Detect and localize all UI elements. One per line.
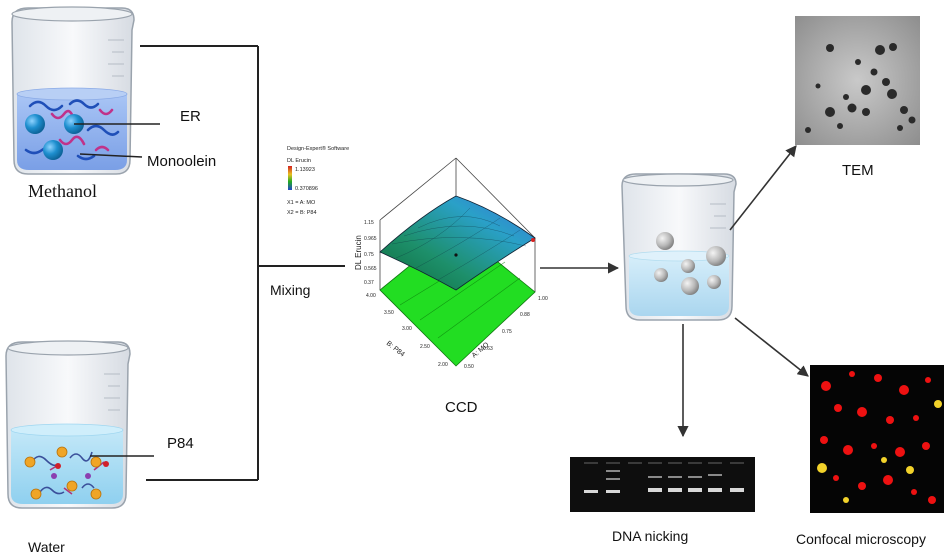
nanoparticle-beaker <box>621 173 737 321</box>
confocal-label: Confocal microscopy <box>796 531 926 547</box>
b-tick-2: 3.50 <box>384 310 394 316</box>
monoolein-pointer <box>79 153 143 158</box>
tem-label: TEM <box>842 162 874 179</box>
tem-micrograph <box>795 16 920 145</box>
methanol-label: Methanol <box>28 181 97 201</box>
mixing-label: Mixing <box>270 282 310 298</box>
ccd-response-surface-plot: Design-Expert® Software DL Erucin 1.1392… <box>287 145 548 370</box>
b-tick-5: 2.00 <box>438 362 448 368</box>
arrow-to-tem <box>729 145 797 231</box>
a-tick-3: 0.75 <box>502 329 512 335</box>
color-legend-bar <box>288 166 292 190</box>
a-tick-4: 0.63 <box>483 346 493 352</box>
factor1-label: X1 = A: MO <box>287 200 316 206</box>
a-tick-2: 0.88 <box>520 312 530 318</box>
b-tick-1: 4.00 <box>366 293 376 299</box>
mixing-bracket <box>140 45 345 481</box>
z-tick-4: 0.565 <box>364 266 377 272</box>
b-tick-3: 3.00 <box>402 326 412 332</box>
a-tick-5: 0.50 <box>464 364 474 370</box>
er-label: ER <box>180 108 201 125</box>
water-beaker <box>5 340 131 509</box>
legend-low-value: 0.370896 <box>295 186 318 192</box>
software-label: Design-Expert® Software <box>287 145 349 152</box>
b-axis-label: B: P84 <box>385 340 406 359</box>
factor2-label: X2 = B: P84 <box>287 210 317 216</box>
methanol-beaker <box>11 6 135 175</box>
water-label: Water <box>28 539 65 555</box>
z-tick-5: 0.37 <box>364 280 374 286</box>
dna-nicking-label: DNA nicking <box>612 528 688 544</box>
b-tick-4: 2.50 <box>420 344 430 350</box>
monoolein-label: Monoolein <box>147 153 216 170</box>
ccd-label: CCD <box>445 399 478 416</box>
legend-high-value: 1.13923 <box>295 167 315 173</box>
z-tick-2: 0.965 <box>364 236 377 242</box>
arrow-to-confocal <box>734 317 809 377</box>
response-name: DL Erucin <box>287 158 311 164</box>
z-tick-3: 0.75 <box>364 252 374 258</box>
dna-nicking-gel <box>570 457 755 512</box>
confocal-micrograph <box>810 365 944 513</box>
a-tick-1: 1.00 <box>538 296 548 302</box>
p84-label: P84 <box>167 435 194 452</box>
z-axis-label: DL Erucin <box>354 235 363 270</box>
z-tick-1: 1.15 <box>364 220 374 226</box>
